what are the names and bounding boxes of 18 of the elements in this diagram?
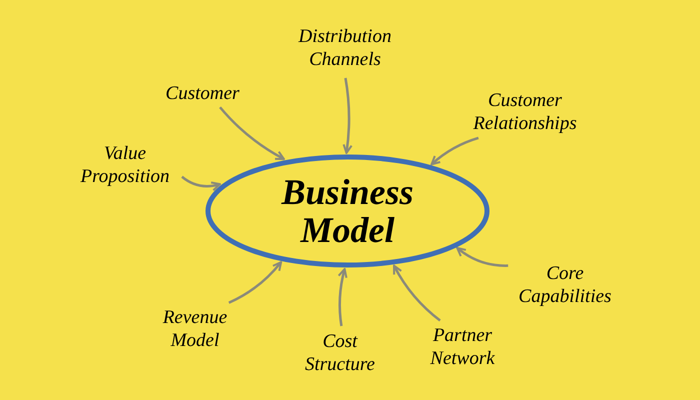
arrow <box>219 106 285 160</box>
arrow <box>456 246 508 267</box>
arrow <box>392 264 441 322</box>
label-text: Customer Relationships <box>472 89 578 135</box>
title-text: Business Model <box>280 173 415 249</box>
ellipse-node <box>205 154 490 268</box>
label-text: Core Capabilities <box>518 262 612 308</box>
arrow <box>342 78 352 154</box>
arrow <box>338 268 348 326</box>
label-text: Distribution Channels <box>297 25 392 71</box>
arrow <box>181 176 221 192</box>
arrow <box>228 261 282 304</box>
label-text: Customer <box>166 82 240 104</box>
arrow <box>430 136 479 166</box>
label-text: Revenue Model <box>162 306 228 352</box>
label-text: Partner Network <box>429 324 496 370</box>
label-text: Value Proposition <box>79 142 171 188</box>
label-text: Cost Structure <box>304 330 376 376</box>
